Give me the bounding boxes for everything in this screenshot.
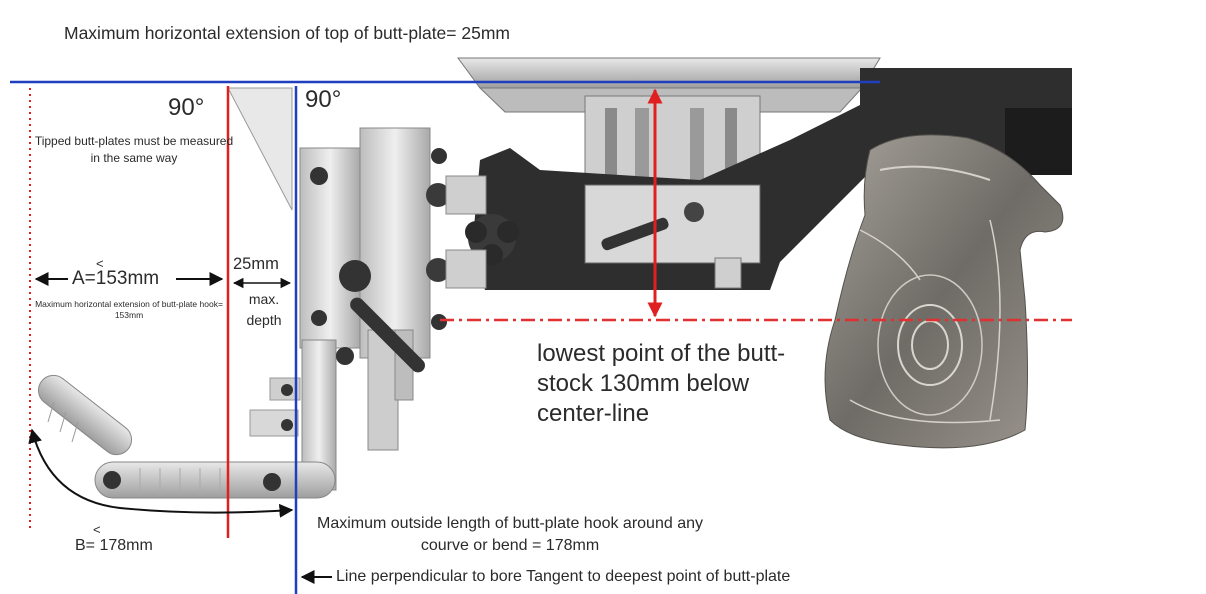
left-angle-label: 90°	[168, 94, 205, 121]
outside-length-label: Maximum outside length of butt-plate hoo…	[316, 515, 703, 554]
perpendicular-line-label: Line perpendicular to bore Tangent to de…	[336, 568, 791, 585]
rifle-stock-illustration	[457, 57, 1072, 290]
depth-note: max. depth	[246, 291, 282, 328]
dim-b-less-than-symbol: <	[93, 522, 101, 537]
depth-value-label: 25mm	[233, 255, 279, 273]
dim-a-label: A=153mm	[72, 268, 160, 289]
dim-a-note: Maximum horizontal extension of butt-pla…	[35, 299, 223, 320]
top-extension-label: Maximum horizontal extension of top of b…	[64, 23, 510, 43]
dim-b-label: B= 178mm	[75, 537, 153, 554]
lowest-point-label: lowest point of the butt-stock 130mm bel…	[537, 340, 786, 427]
tipped-note: Tipped butt-plates must be measured in t…	[34, 134, 234, 165]
right-angle-label: 90°	[305, 86, 342, 113]
dim-b-curved-arrow	[28, 428, 294, 518]
dim-a-less-than-symbol: <	[96, 256, 104, 271]
wooden-grip-illustration	[824, 134, 1064, 449]
butt-plate-adjuster-illustration	[227, 87, 487, 491]
